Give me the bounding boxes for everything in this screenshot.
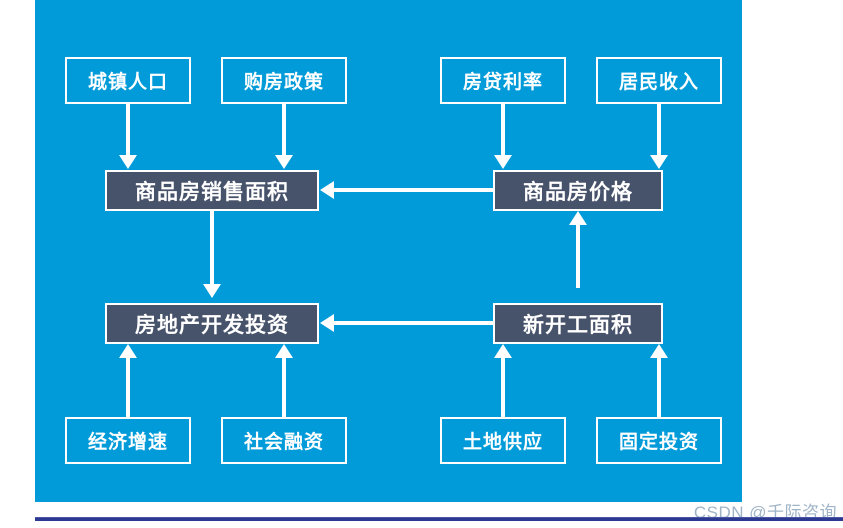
node-land-supply[interactable]: 土地供应 bbox=[440, 417, 566, 464]
node-economic-growth-rate[interactable]: 经济增速 bbox=[65, 417, 191, 464]
arrowhead-social-financing-to-development-investment bbox=[275, 344, 293, 358]
arrowhead-land-supply-to-new-construction bbox=[494, 344, 512, 358]
node-fixed-investment[interactable]: 固定投资 bbox=[596, 417, 722, 464]
arrowhead-income-to-price bbox=[650, 155, 668, 169]
node-social-financing[interactable]: 社会融资 bbox=[221, 417, 347, 464]
connector-income-to-price bbox=[657, 104, 661, 159]
node-label: 房地产开发投资 bbox=[135, 313, 289, 337]
node-label: 商品房销售面积 bbox=[135, 180, 289, 204]
node-label: 居民收入 bbox=[618, 72, 699, 93]
node-label: 商品房价格 bbox=[523, 180, 633, 204]
connector-economic-growth-to-development-investment bbox=[126, 356, 130, 418]
arrowhead-policy-to-sales-area bbox=[275, 155, 293, 169]
node-label: 房贷利率 bbox=[462, 72, 543, 93]
arrowhead-new-construction-to-development-investment bbox=[320, 314, 334, 332]
node-commercial-housing-sales-area[interactable]: 商品房销售面积 bbox=[105, 170, 319, 211]
node-label: 经济增速 bbox=[87, 432, 168, 453]
connector-sales-area-to-development-investment bbox=[210, 211, 214, 288]
bottom-divider bbox=[35, 517, 843, 521]
arrowhead-sales-area-to-development-investment bbox=[203, 284, 221, 298]
connector-fixed-investment-to-new-construction bbox=[657, 356, 661, 418]
node-new-construction-area[interactable]: 新开工面积 bbox=[493, 303, 663, 344]
diagram-panel: 城镇人口 购房政策 房贷利率 居民收入 商品房销售面积 商品房价格 bbox=[35, 0, 742, 502]
arrowhead-price-to-sales-area bbox=[320, 181, 334, 199]
connector-urban-population-to-sales-area bbox=[126, 104, 130, 159]
connector-social-financing-to-development-investment bbox=[282, 356, 286, 418]
connector-price-to-sales-area bbox=[333, 188, 493, 192]
node-label: 土地供应 bbox=[462, 432, 543, 453]
connector-land-supply-to-new-construction bbox=[501, 356, 505, 418]
node-real-estate-development-investment[interactable]: 房地产开发投资 bbox=[105, 303, 319, 344]
node-label: 社会融资 bbox=[243, 432, 324, 453]
connector-mortgage-rate-to-price bbox=[501, 104, 505, 159]
node-home-purchase-policy[interactable]: 购房政策 bbox=[221, 57, 347, 104]
node-commercial-housing-price[interactable]: 商品房价格 bbox=[493, 170, 663, 211]
node-label: 购房政策 bbox=[243, 72, 324, 93]
node-label: 新开工面积 bbox=[523, 313, 633, 337]
arrowhead-economic-growth-to-development-investment bbox=[119, 344, 137, 358]
connector-new-construction-to-development-investment bbox=[333, 321, 493, 325]
node-label: 固定投资 bbox=[618, 432, 699, 453]
connector-new-construction-to-price bbox=[576, 216, 580, 288]
arrowhead-fixed-investment-to-new-construction bbox=[650, 344, 668, 358]
arrowhead-urban-population-to-sales-area bbox=[119, 155, 137, 169]
node-mortgage-rate[interactable]: 房贷利率 bbox=[440, 57, 566, 104]
arrowhead-mortgage-rate-to-price bbox=[494, 155, 512, 169]
connector-policy-to-sales-area bbox=[282, 104, 286, 159]
node-resident-income[interactable]: 居民收入 bbox=[596, 57, 722, 104]
arrowhead-new-construction-to-price bbox=[569, 211, 587, 225]
node-label: 城镇人口 bbox=[87, 72, 168, 93]
node-urban-population[interactable]: 城镇人口 bbox=[65, 57, 191, 104]
